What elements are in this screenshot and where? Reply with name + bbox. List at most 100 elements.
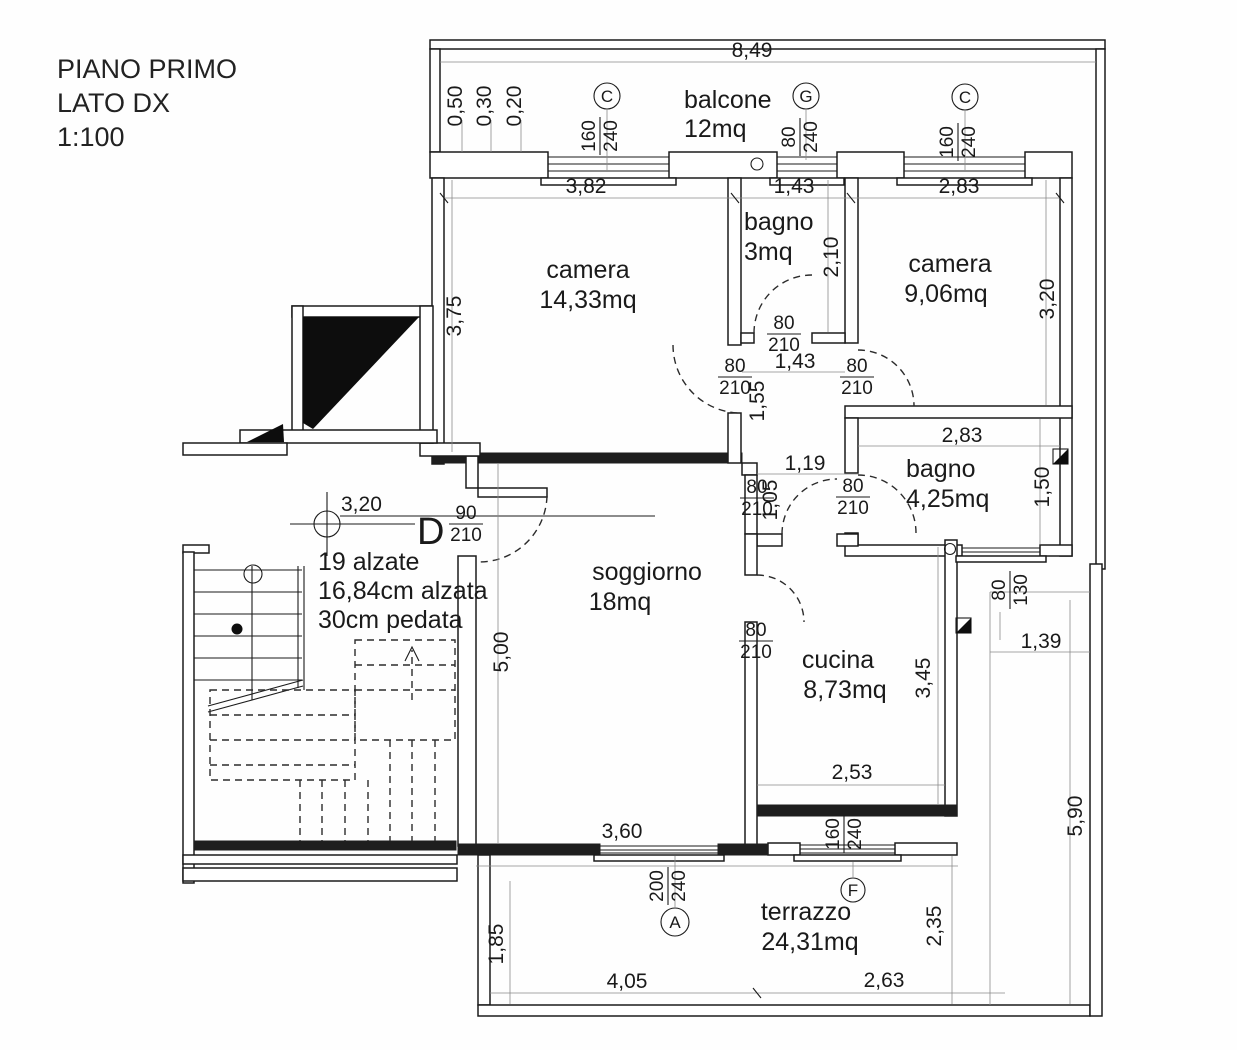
wall	[836, 151, 905, 179]
wall	[844, 417, 859, 474]
room-cucina-area: 8,73mq	[803, 676, 886, 704]
wall	[477, 1004, 1091, 1017]
drain-marker-1	[955, 617, 972, 634]
window-label-g: G 80 240	[779, 82, 822, 160]
door-arc-hall-cucina	[781, 478, 838, 535]
door-den: 210	[719, 378, 751, 399]
window-g	[769, 156, 845, 186]
window-labels: C 160 240 G 80 240 C 160	[579, 82, 1032, 937]
wall	[1024, 151, 1073, 179]
dim-bagno2-height: 1,50	[1031, 467, 1054, 508]
window-label-c2: C 160 240	[937, 83, 980, 172]
dim-terrazzo-h1: 1,85	[485, 924, 508, 965]
wall	[429, 39, 1106, 50]
door-num: 80	[746, 477, 767, 498]
window-num: 200	[647, 870, 668, 902]
dim-hall-width: 1,43	[775, 350, 816, 373]
wall	[767, 842, 801, 856]
dim-bagno1-height: 2,10	[820, 237, 843, 278]
window-num: 160	[937, 126, 958, 158]
window-f	[793, 844, 902, 862]
window-bagno	[955, 547, 1047, 563]
window-num: 160	[579, 120, 600, 152]
stair-upper-flight-dashed	[209, 639, 456, 841]
window-a	[593, 845, 725, 862]
window-num: 80	[989, 579, 1010, 600]
stair-dot-marker	[231, 623, 243, 635]
dim-strip-width: 1,39	[1021, 630, 1062, 653]
symbols	[290, 157, 1069, 634]
wall	[894, 842, 958, 856]
stair-note-line2: 16,84cm alzata	[318, 577, 488, 605]
wall	[182, 854, 458, 865]
window-den: 240	[845, 818, 866, 850]
window-den: 130	[1011, 574, 1032, 606]
window-letter: C	[601, 87, 613, 106]
door-num: 80	[745, 620, 766, 641]
wall	[431, 452, 743, 464]
window-num: 160	[823, 818, 844, 850]
room-camera2-name: camera	[908, 250, 991, 278]
door-label-entrance: D 90 210	[417, 503, 483, 553]
flue-fill-small	[247, 424, 284, 442]
door-arc-camera1	[672, 344, 742, 414]
title-block: PIANO PRIMO LATO DX 1:100	[57, 54, 237, 152]
wall	[727, 412, 742, 464]
wall	[429, 48, 441, 153]
room-labels: balcone 12mq camera 14,33mq bagno 3mq ca…	[539, 86, 991, 956]
wall	[457, 843, 601, 856]
door-label-camera2: 80 210	[840, 356, 874, 399]
window-letter-circle	[840, 877, 866, 903]
dim-camera2-height: 3,20	[1036, 279, 1059, 320]
wall	[744, 533, 758, 576]
dimension-lines	[439, 61, 1096, 1005]
room-terrazzo-name: terrazzo	[761, 898, 851, 926]
window-label-f: F 160 240	[823, 815, 866, 903]
wall	[717, 843, 769, 856]
wall	[1039, 544, 1073, 557]
wall	[756, 804, 958, 817]
vent-circle-balcone	[750, 157, 764, 171]
stair-note-line3: 30cm pedata	[318, 606, 463, 634]
window-letter: A	[669, 913, 681, 932]
window-den: 240	[601, 120, 622, 152]
wall	[291, 305, 304, 438]
dim-terrazzo-w1: 4,05	[607, 970, 648, 993]
door-den: 210	[768, 335, 800, 356]
room-camera2-area: 9,06mq	[904, 280, 987, 308]
wall	[836, 533, 859, 547]
wall	[182, 544, 210, 554]
door-label-camera1: 80 210	[718, 356, 752, 399]
door-leaf-entrance	[477, 487, 548, 498]
vent-circle-bagno	[943, 542, 957, 556]
dim-terrazzo-h2: 2,35	[923, 906, 946, 947]
room-camera1-name: camera	[546, 256, 629, 284]
wall	[740, 332, 755, 344]
dim-bagno2-width: 2,83	[942, 424, 983, 447]
wall	[193, 840, 457, 851]
stairs	[194, 564, 456, 841]
room-bagno2-name: bagno	[906, 455, 976, 483]
door-arc-camera2	[857, 349, 915, 407]
dim-offset1: 0,50	[444, 86, 467, 127]
plan-title-line1: PIANO PRIMO	[57, 54, 237, 84]
wall	[844, 405, 1073, 419]
window-c2	[896, 156, 1033, 186]
window-den: 240	[801, 121, 822, 153]
door-label-bagno2: 80 210	[836, 476, 870, 519]
window-letter: F	[848, 881, 858, 900]
room-bagno2-area: 4,25mq	[906, 485, 989, 513]
window-num: 80	[779, 126, 800, 147]
dimension-labels: 8,49 0,50 0,30 0,20 3,82 1,43 2,83 3,75 …	[341, 39, 1087, 993]
room-camera1-area: 14,33mq	[539, 286, 636, 314]
dim-offset2: 0,30	[473, 86, 496, 127]
wall	[944, 539, 958, 817]
window-label-bagno2: 80 130	[989, 571, 1032, 640]
wall	[182, 551, 195, 884]
room-cucina-name: cucina	[802, 646, 874, 674]
door-den: 210	[450, 525, 482, 546]
room-balcone-name: balcone	[684, 86, 772, 114]
wall	[756, 533, 783, 547]
